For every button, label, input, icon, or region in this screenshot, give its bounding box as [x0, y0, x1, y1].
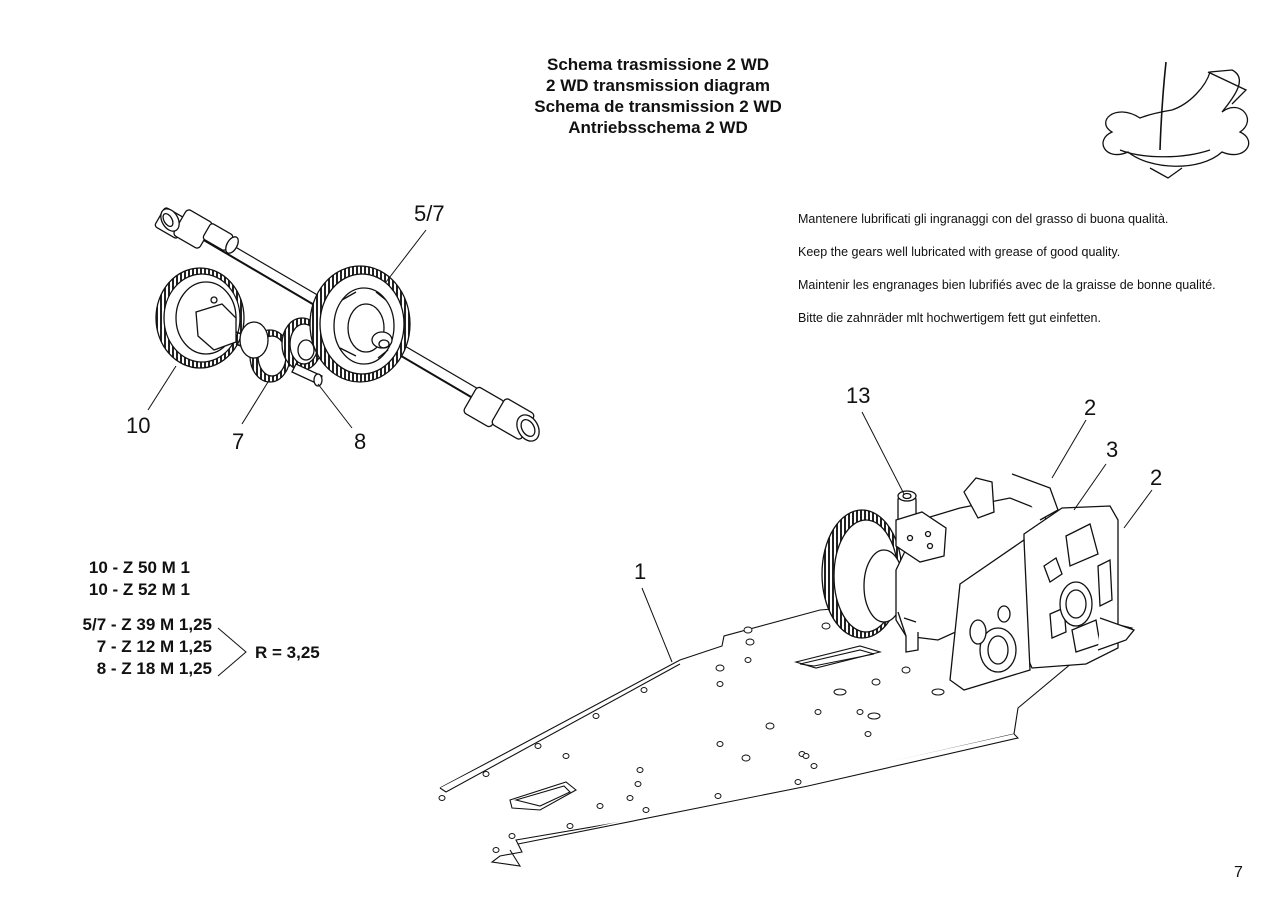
chassis-holes	[438, 622, 945, 853]
gear-spec-10-z52: 10 - Z 52 M 1	[88, 580, 190, 599]
page-number: 7	[1234, 864, 1243, 881]
leader-lines-bottom	[217, 411, 1153, 677]
callout-10: 10	[126, 413, 151, 438]
callout-5-7: 5/7	[414, 201, 445, 226]
note-german: Bitte die zahnräder mlt hochwertigem fet…	[798, 311, 1101, 325]
callout-8: 8	[354, 429, 367, 454]
title-french: Schema de transmission 2 WD	[534, 97, 782, 116]
callout-2-top: 2	[1084, 395, 1097, 420]
callout-13: 13	[846, 383, 871, 408]
gear-spec-7-z12: 7 - Z 12 M 1,25	[96, 637, 212, 656]
note-english: Keep the gears well lubricated with grea…	[798, 245, 1121, 259]
title-german: Antriebsschema 2 WD	[568, 118, 748, 137]
callout-1: 1	[634, 559, 647, 584]
title-block: Schema trasmissione 2 WD 2 WD transmissi…	[458, 54, 858, 138]
note-french: Maintenir les engranages bien lubrifiés …	[798, 278, 1216, 292]
gear-spec-5-7-z39: 5/7 - Z 39 M 1,25	[82, 615, 212, 634]
callout-3: 3	[1106, 437, 1119, 462]
title-english: 2 WD transmission diagram	[546, 76, 770, 95]
gear-spec-10-z50: 10 - Z 50 M 1	[88, 558, 190, 577]
logo-2wd-icon	[1102, 61, 1250, 179]
gear-spec-8-z18: 8 - Z 18 M 1,25	[96, 659, 212, 678]
gearbox-drawing	[821, 473, 1136, 691]
callout-2-side: 2	[1150, 465, 1163, 490]
gear-ratio: R = 3,25	[255, 643, 320, 662]
note-italian: Mantenere lubrificati gli ingranaggi con…	[798, 212, 1169, 226]
title-italian: Schema trasmissione 2 WD	[546, 55, 770, 74]
gear-assembly-drawing	[154, 207, 540, 442]
callout-7: 7	[232, 429, 245, 454]
leader-lines-top	[147, 229, 427, 429]
